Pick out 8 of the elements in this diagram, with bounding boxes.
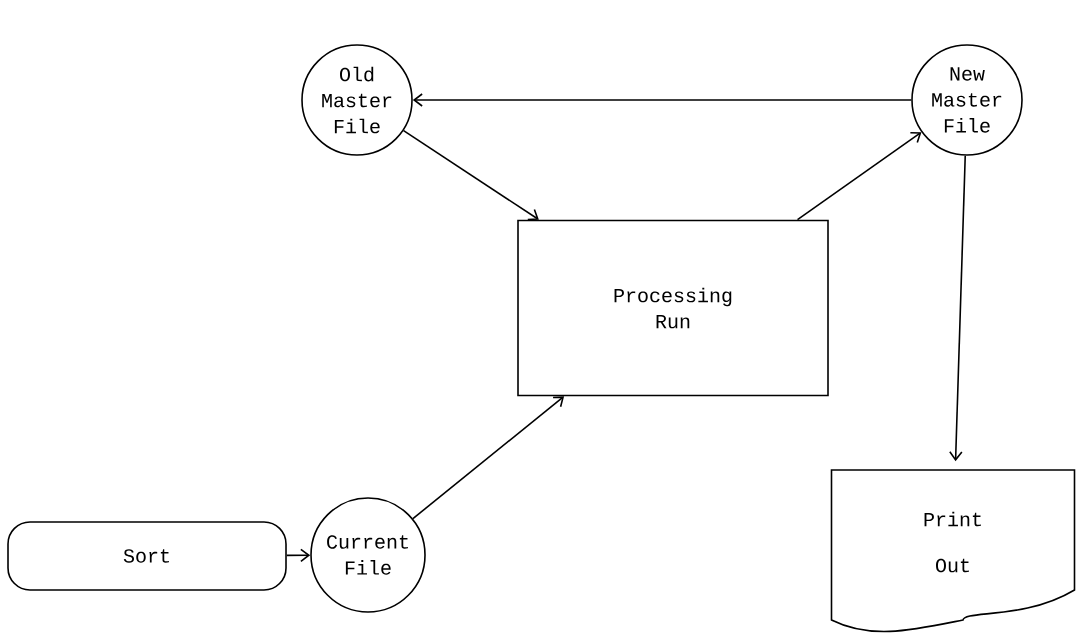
arrow [286, 548, 311, 563]
arrow [402, 129, 539, 221]
terminal-box: Sort [7, 521, 287, 591]
arrow [412, 396, 565, 520]
arrow [412, 93, 912, 107]
arrow [949, 154, 967, 462]
process-box: Processing Run [517, 219, 829, 397]
arrow [796, 131, 922, 221]
